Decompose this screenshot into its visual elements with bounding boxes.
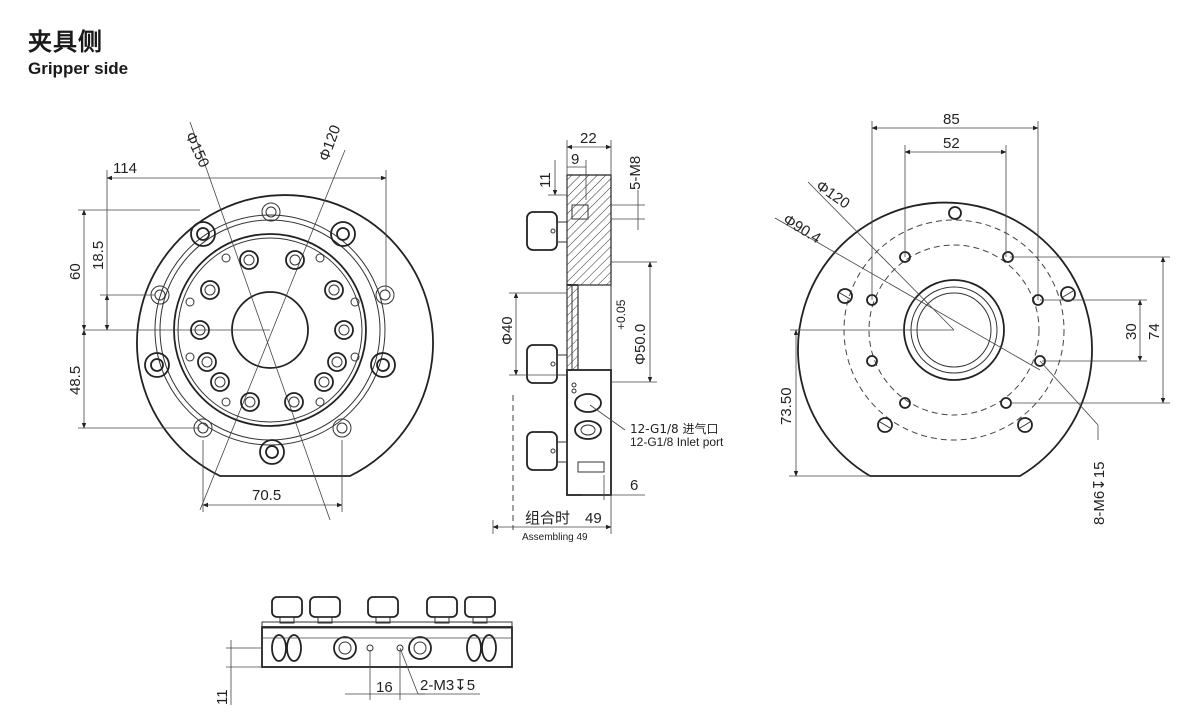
dim-9: 9 (571, 151, 579, 168)
dim-5-m8: 5-M8 (627, 156, 644, 190)
port-label-zh: 12-G1/8 进气口 (630, 421, 718, 436)
front-view: 114 60 18.5 48.5 70.5 Φ150 Φ120 (67, 121, 434, 521)
bottom-ports (271, 634, 497, 662)
dim-18-5: 18.5 (90, 241, 107, 270)
dim-bottom-16: 16 (376, 679, 393, 696)
side-view: 22 9 11 5-M8 Φ40 +0.05 Φ50.0 12-G1/8 进气口… (492, 130, 724, 543)
dim-114: 114 (113, 160, 137, 177)
bottom-view: 11 16 2-M3↧5 (214, 596, 513, 705)
dim-60: 60 (67, 263, 84, 280)
dim-52: 52 (943, 135, 960, 152)
dim-22: 22 (580, 130, 597, 147)
front-outer-holes (144, 202, 396, 465)
page-title: 夹具侧 (28, 28, 103, 56)
dim-back-dia-90-4: Φ90.4 (780, 211, 824, 247)
assembling-label-en: Assembling 49 (522, 532, 588, 543)
dim-bore-40: Φ40 (499, 316, 516, 345)
dim-11: 11 (537, 172, 554, 188)
dim-tolerance: +0.05 (614, 299, 628, 330)
back-view: 85 52 Φ120 Φ90.4 30 74 73.50 8-M6↧15 (774, 111, 1170, 525)
dim-2-m3: 2-M3↧5 (420, 677, 475, 694)
dim-74: 74 (1146, 323, 1163, 340)
assembling-value: 49 (585, 510, 602, 527)
side-connectors (526, 211, 568, 471)
port-label-en: 12-G1/8 Inlet port (630, 435, 724, 449)
assembling-label-zh: 组合时 (525, 509, 570, 527)
dim-73-50: 73.50 (778, 387, 795, 425)
dim-48-5: 48.5 (67, 366, 84, 395)
bottom-connectors (271, 596, 496, 624)
dim-85: 85 (943, 111, 960, 128)
dim-6: 6 (630, 477, 638, 494)
back-holes (837, 206, 1076, 433)
dim-dia-150: Φ150 (181, 130, 212, 171)
dim-70-5: 70.5 (252, 487, 281, 504)
dim-bore-50: Φ50.0 (632, 324, 649, 365)
page-subtitle: Gripper side (28, 59, 129, 78)
front-inner-ports (185, 250, 360, 412)
dim-8-m6: 8-M6↧15 (1091, 462, 1108, 525)
dim-dia-120: Φ120 (316, 123, 345, 164)
dim-bottom-11: 11 (214, 689, 231, 705)
dim-30: 30 (1123, 323, 1140, 340)
